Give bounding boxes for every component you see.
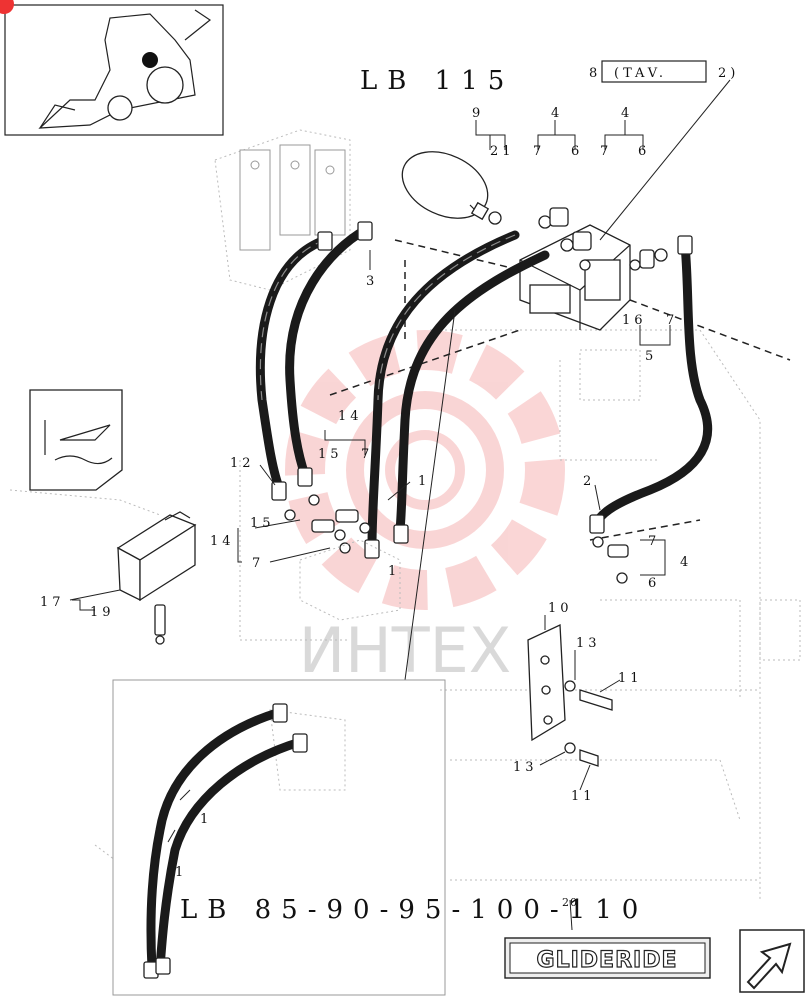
callout-14b: 14 xyxy=(210,534,235,549)
callout-12: 12 xyxy=(230,456,255,471)
watermark-text: ИНТЕХ xyxy=(299,614,512,687)
callout-7f: 7 xyxy=(648,534,660,549)
callout-1a: 1 xyxy=(418,474,430,489)
hose-end-fittings xyxy=(271,221,693,559)
background-frame-ghost xyxy=(239,329,801,900)
callout-1c: 1 xyxy=(200,812,212,827)
callout-7d: 7 xyxy=(361,447,373,462)
machine-thumbnail xyxy=(0,0,224,136)
callout-7b: 7 xyxy=(600,144,612,159)
callout-13a: 13 xyxy=(576,636,601,651)
callout-numbers: 9 21 4 7 6 4 7 6 3 16 7 5 14 15 7 12 1 1… xyxy=(40,106,692,880)
rocker-switch xyxy=(116,511,197,602)
mini-number: 20 xyxy=(562,896,578,909)
callout-1d: 1 xyxy=(175,865,187,880)
callout-16: 16 xyxy=(622,313,647,328)
callout-6c: 6 xyxy=(648,576,660,591)
ref-suffix: 2) xyxy=(718,66,739,81)
callout-5: 5 xyxy=(645,349,657,364)
model-title: LB 115 xyxy=(360,66,514,96)
glideride-badge: GLIDERIDE xyxy=(504,937,711,979)
callout-13b: 13 xyxy=(513,760,538,775)
callout-4b: 4 xyxy=(621,106,633,121)
elbow-fitting-right xyxy=(592,536,629,584)
callout-15a: 15 xyxy=(318,447,343,462)
ride-control-symbol-icon xyxy=(44,420,113,465)
backhoe-loader-icon xyxy=(38,9,212,129)
watermark-gear xyxy=(285,330,565,610)
callout-9: 9 xyxy=(472,106,484,121)
callout-3: 3 xyxy=(366,274,378,289)
callout-15b: 15 xyxy=(250,516,275,531)
callout-6a: 6 xyxy=(571,144,583,159)
callout-1b: 1 xyxy=(388,564,400,579)
valve-fittings xyxy=(538,207,668,271)
callout-7e: 7 xyxy=(252,556,264,571)
callout-10: 10 xyxy=(548,601,573,616)
callout-2: 2 xyxy=(583,474,595,489)
tee-fitting-cluster xyxy=(284,494,401,621)
callout-7a: 7 xyxy=(533,144,545,159)
switch-bulb xyxy=(154,604,166,645)
next-page-arrow-icon[interactable] xyxy=(739,929,805,993)
ref-prefix: 8 xyxy=(589,66,601,81)
callout-leaders xyxy=(69,79,731,843)
callout-7c: 7 xyxy=(666,313,678,328)
callout-19: 19 xyxy=(90,605,115,620)
inset-panel xyxy=(94,679,446,996)
callout-11a: 11 xyxy=(618,671,643,686)
callout-4a: 4 xyxy=(551,106,563,121)
callout-21: 21 xyxy=(490,144,515,159)
accumulator xyxy=(401,151,502,225)
switch-label-card xyxy=(9,389,161,516)
brand-text: GLIDERIDE xyxy=(537,948,678,973)
mounting-plate xyxy=(527,624,613,767)
callout-11b: 11 xyxy=(571,789,596,804)
ref-box-text: (TAV. xyxy=(614,66,667,81)
callout-6b: 6 xyxy=(638,144,650,159)
dashed-reference-lines xyxy=(329,239,791,541)
control-valve-block xyxy=(214,129,351,291)
callout-14a: 14 xyxy=(338,409,363,424)
hydraulic-hoses xyxy=(255,225,713,550)
models-line: LB 85-90-95-100-110 xyxy=(180,895,648,925)
callout-4c: 4 xyxy=(680,555,692,570)
reference-table: 8 (TAV. 2) xyxy=(589,60,739,83)
callout-17: 17 xyxy=(40,595,65,610)
